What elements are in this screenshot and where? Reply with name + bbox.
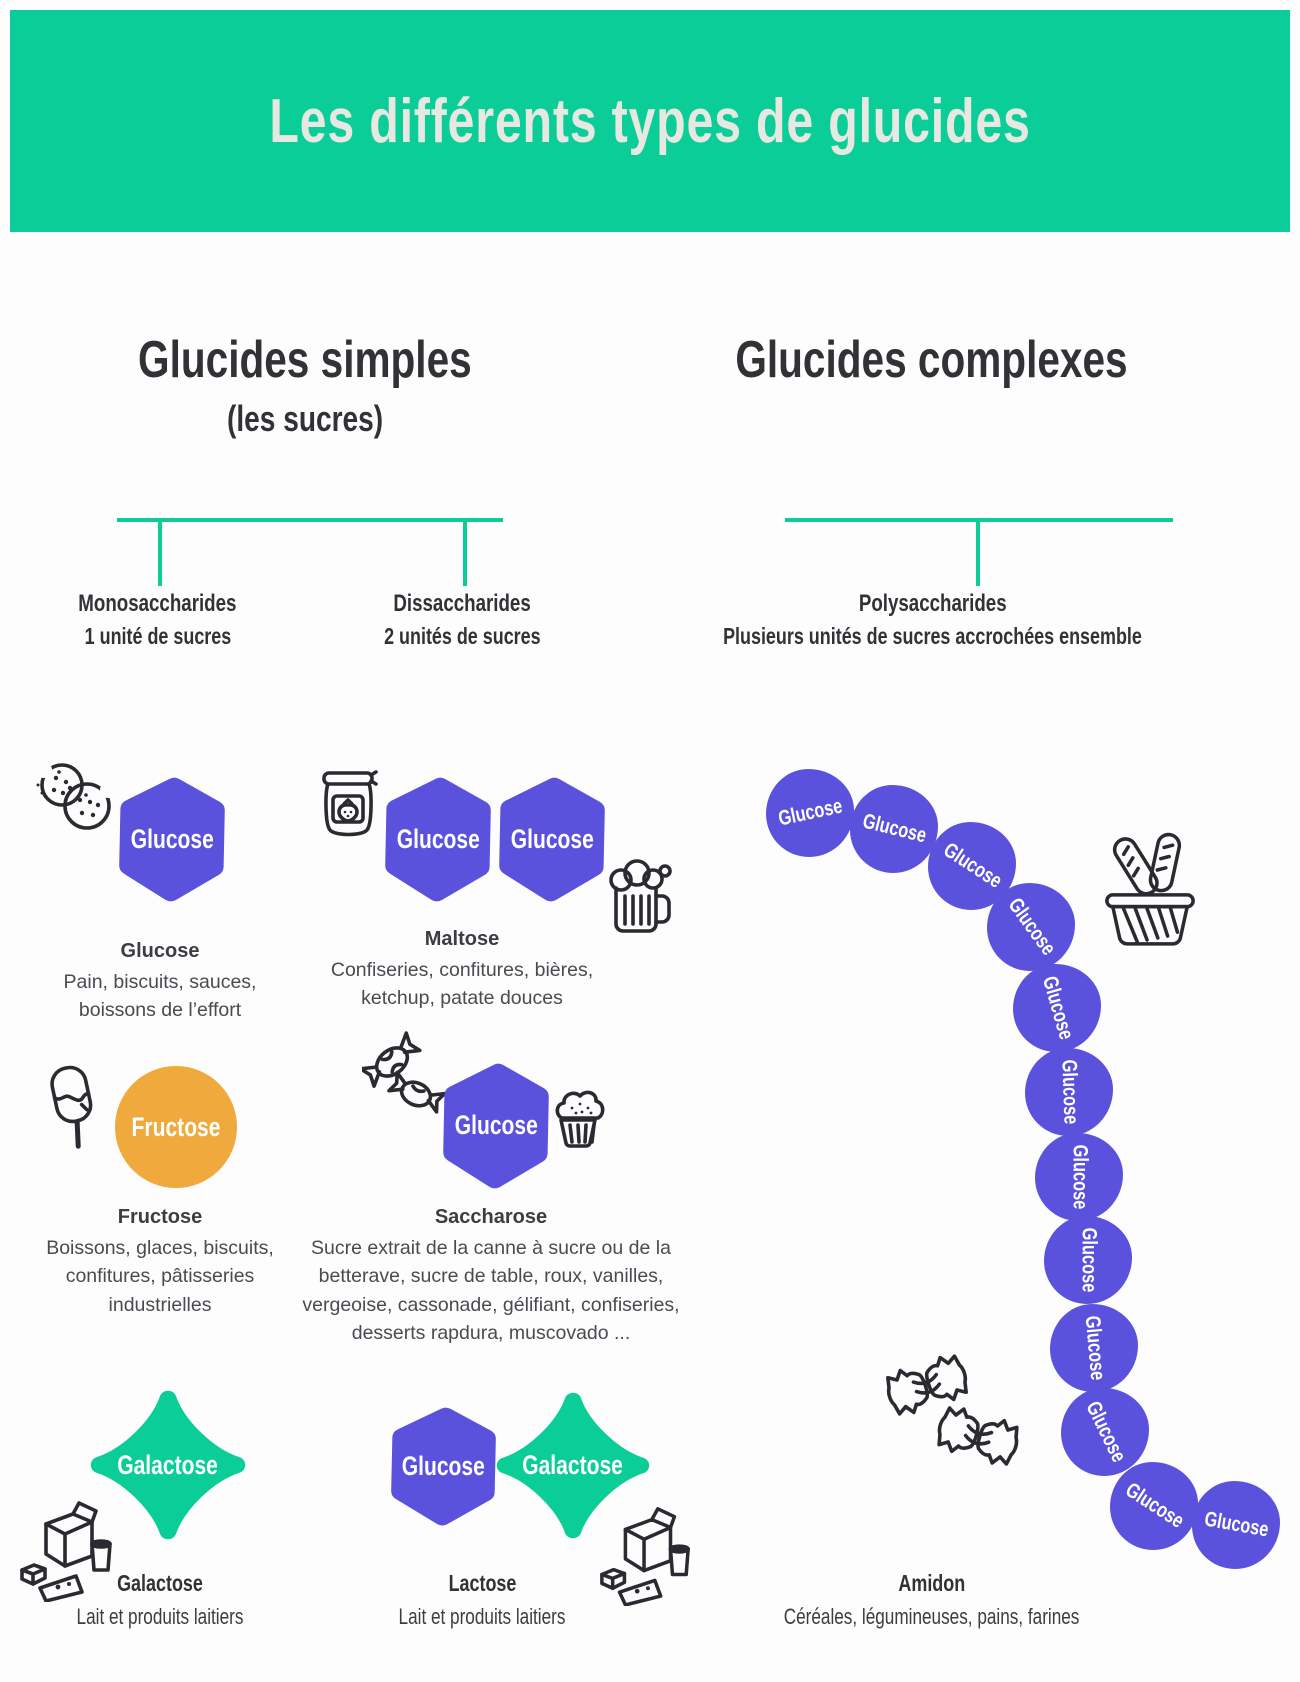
amidon-caption: Amidon Céréales, légumineuses, pains, fa…: [692, 1570, 1172, 1633]
branch-dissaccharides-name: Dissaccharides: [393, 590, 532, 617]
hexagon-shape: [499, 777, 605, 902]
four-point-blob-shape: [496, 1392, 650, 1539]
unit-label-galactose: Galactose: [117, 1449, 219, 1480]
lactose-foods: Lait et produits laitiers: [398, 1604, 566, 1629]
unit-label-glucose: Glucose: [1037, 973, 1078, 1043]
hexagon-shape: [391, 1407, 496, 1526]
chain-glucose-unit: Glucose: [987, 883, 1075, 971]
lactose-galactose-unit: Galactose: [496, 1392, 650, 1539]
unit-label-glucose: Glucose: [1202, 1507, 1270, 1542]
jam-jar-icon: [322, 770, 378, 837]
maltose-glucose-unit-2: Glucose: [494, 776, 610, 902]
unit-label-glucose: Glucose: [510, 823, 594, 854]
glucose-name: Glucose: [120, 940, 200, 962]
maltose-name: Maltose: [424, 928, 500, 950]
dairy-products-icon: [600, 1507, 690, 1606]
cookies-icon: [36, 762, 116, 830]
chain-glucose-unit: Glucose: [1061, 1388, 1149, 1476]
glucose-caption: Glucose Pain, biscuits, sauces, boissons…: [40, 940, 280, 1025]
tree-line-poly-drop: [976, 518, 980, 586]
unit-label-galactose: Galactose: [522, 1450, 624, 1480]
saccharose-caption: Saccharose Sucre extrait de la canne à s…: [287, 1206, 695, 1347]
unit-label-glucose: Glucose: [396, 823, 480, 854]
branch-dissaccharides-detail: 2 unités de sucres: [384, 623, 541, 649]
section-title-complexes: Glucides complexes: [680, 330, 1180, 390]
farfalle-pasta-icon: [886, 1354, 1019, 1466]
unit-label-glucose: Glucose: [1080, 1397, 1130, 1466]
maltose-caption: Maltose Confiseries, confitures, bières,…: [322, 928, 602, 1013]
unit-label-glucose: Glucose: [1068, 1144, 1091, 1210]
dairy-products-icon: [20, 1501, 112, 1602]
glucose-unit-shape: Glucose: [114, 776, 230, 902]
fructose-caption: Fructose Boissons, glaces, biscuits, con…: [40, 1206, 280, 1319]
tree-line-di-drop: [463, 518, 467, 586]
section-title-simples-text: Glucides simples: [138, 331, 472, 389]
four-point-blob-shape: [90, 1390, 246, 1540]
amidon-foods: Céréales, légumineuses, pains, farines: [784, 1604, 1080, 1629]
branch-polysaccharides-detail: Plusieurs unités de sucres accrochées en…: [723, 623, 1142, 649]
galactose-caption: Galactose Lait et produits laitiers: [40, 1570, 280, 1633]
maltose-glucose-unit-1: Glucose: [380, 776, 496, 902]
amidon-name: Amidon: [898, 1570, 966, 1596]
unit-label-glucose: Glucose: [938, 838, 1006, 893]
lactose-name: Lactose: [448, 1570, 516, 1596]
section-title-complexes-text: Glucides complexes: [735, 331, 1128, 389]
branch-dissaccharides: Dissaccharides 2 unités de sucres: [345, 590, 580, 650]
unit-label-glucose: Glucose: [454, 1110, 538, 1140]
branch-monosaccharides-detail: 1 unité de sucres: [84, 623, 231, 649]
title-banner: Les différents types de glucides: [10, 10, 1290, 232]
tree-line-simples-horizontal: [117, 518, 503, 522]
branch-polysaccharides-name: Polysaccharides: [858, 590, 1007, 617]
fructose-foods: Boissons, glaces, biscuits, confitures, …: [46, 1237, 274, 1316]
unit-label-glucose: Glucose: [1003, 893, 1060, 960]
hexagon-shape: [443, 1063, 549, 1189]
hexagon-shape: [119, 777, 225, 902]
saccharose-glucose-unit: Glucose: [438, 1062, 554, 1189]
galactose-name: Galactose: [117, 1570, 203, 1596]
chain-glucose-unit: Glucose: [1013, 964, 1101, 1052]
chain-glucose-unit: Glucose: [1044, 1216, 1132, 1304]
chain-glucose-unit: Glucose: [1025, 1048, 1113, 1136]
galactose-foods: Lait et produits laitiers: [76, 1604, 244, 1629]
candy-icon: [362, 1031, 446, 1114]
section-title-simples: Glucides simples: [55, 330, 555, 390]
galactose-unit-shape: Galactose: [90, 1390, 246, 1540]
page-title: Les différents types de glucides: [269, 86, 1031, 156]
unit-label-glucose: Glucose: [775, 794, 844, 831]
hexagon-shape: [385, 777, 491, 902]
section-subtitle-simples: (les sucres): [55, 398, 555, 440]
branch-monosaccharides-name: Monosaccharides: [78, 590, 237, 617]
unit-label-fructose: Fructose: [131, 1111, 221, 1142]
fructose-name: Fructose: [117, 1206, 203, 1228]
glucose-foods: Pain, biscuits, sauces, boissons de l’ef…: [63, 971, 257, 1022]
unit-label-glucose: Glucose: [1120, 1478, 1188, 1533]
maltose-foods: Confiseries, confitures, bières, ketchup…: [330, 959, 594, 1010]
chain-glucose-unit: Glucose: [1035, 1133, 1123, 1221]
cupcake-icon: [555, 1090, 605, 1148]
lactose-caption: Lactose Lait et produits laitiers: [342, 1570, 622, 1633]
lactose-glucose-unit: Glucose: [386, 1406, 501, 1526]
unit-label-glucose: Glucose: [1077, 1227, 1100, 1293]
unit-label-glucose: Glucose: [1056, 1059, 1083, 1125]
chain-glucose-unit: Glucose: [1192, 1481, 1280, 1569]
branch-polysaccharides: Polysaccharides Plusieurs unités de sucr…: [655, 590, 1210, 650]
branch-monosaccharides: Monosaccharides 1 unité de sucres: [40, 590, 275, 650]
chain-glucose-unit: Glucose: [850, 785, 938, 873]
unit-label-glucose: Glucose: [859, 809, 929, 848]
chain-glucose-unit: Glucose: [1050, 1304, 1138, 1392]
unit-label-glucose: Glucose: [401, 1450, 486, 1481]
saccharose-name: Saccharose: [434, 1206, 548, 1228]
chain-glucose-unit: Glucose: [1110, 1462, 1198, 1550]
saccharose-foods: Sucre extrait de la canne à sucre ou de …: [302, 1237, 680, 1344]
fructose-unit-shape: Fructose: [115, 1066, 237, 1188]
unit-label-glucose: Glucose: [130, 823, 214, 854]
bread-basket-icon: [1105, 832, 1195, 946]
unit-label-glucose: Glucose: [1080, 1314, 1109, 1382]
chain-glucose-unit: Glucose: [766, 769, 854, 857]
tree-line-mono-drop: [158, 518, 162, 586]
popsicle-icon: [50, 1065, 93, 1149]
beer-mug-icon: [609, 859, 672, 933]
section-subtitle-simples-text: (les sucres): [226, 398, 384, 439]
